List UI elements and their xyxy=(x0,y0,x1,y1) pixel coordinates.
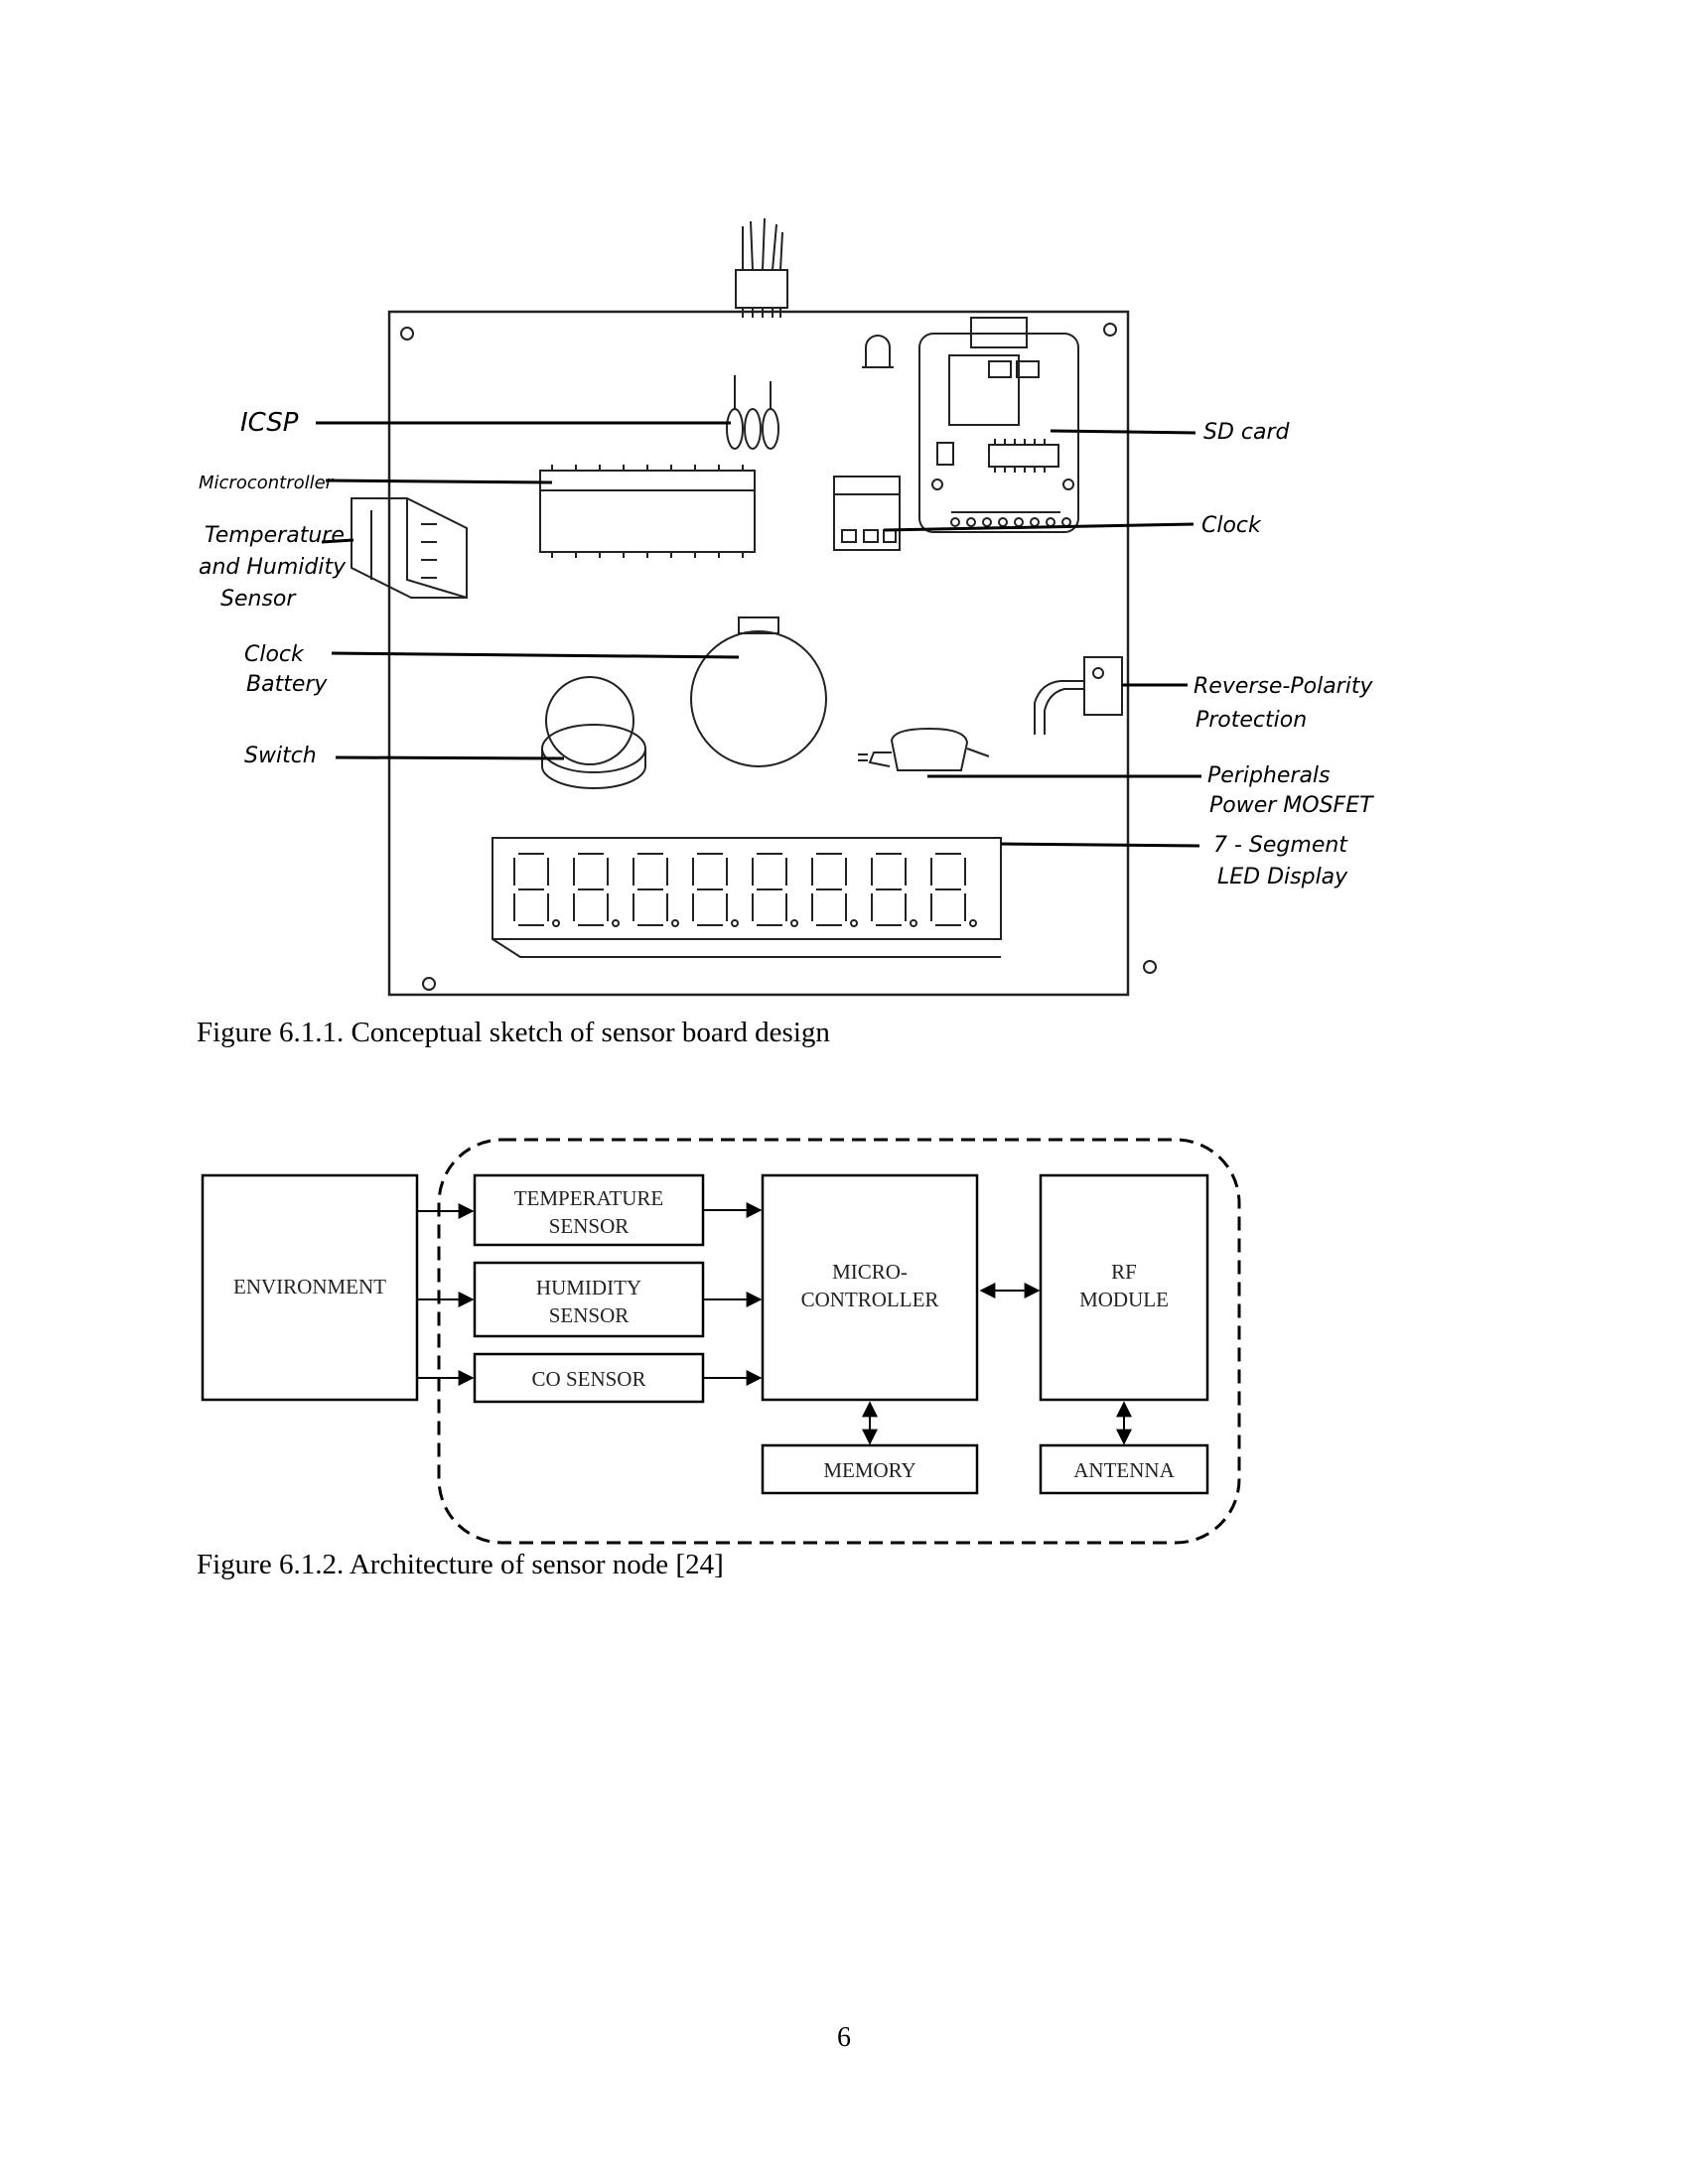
clock-chip xyxy=(833,476,901,551)
reverse-polarity-diode xyxy=(1034,656,1123,735)
mosfet-component xyxy=(858,727,990,771)
humidity-label-2: SENSOR xyxy=(549,1303,630,1327)
page-number: 6 xyxy=(837,2022,851,2053)
memory-label: MEMORY xyxy=(823,1458,915,1482)
block-rf-module xyxy=(1039,1173,1209,1402)
label-microcontroller: Microcontroller xyxy=(199,473,335,493)
label-icsp: ICSP xyxy=(240,408,299,438)
figure-caption-1: Figure 6.1.1. Conceptual sketch of senso… xyxy=(197,1017,830,1048)
block-microcontroller xyxy=(761,1173,979,1402)
label-clock: Clock xyxy=(1201,513,1262,538)
mounting-hole xyxy=(422,977,436,991)
sd-card-module xyxy=(918,317,1079,533)
label-reverse-polarity-1: Reverse-Polarity xyxy=(1194,674,1373,699)
mounting-hole xyxy=(1143,960,1157,974)
block-co-sensor xyxy=(473,1352,705,1404)
label-clock-battery-1: Clock xyxy=(244,642,305,667)
label-temp-humidity-3: Sensor xyxy=(220,587,297,612)
block-environment xyxy=(201,1173,419,1402)
label-display-1: 7 - Segment xyxy=(1213,833,1348,858)
icsp-component xyxy=(726,375,779,450)
sensor-board-sketch-svg: ICSP Microcontroller Temperature and Hum… xyxy=(199,217,1374,997)
leader-lines xyxy=(316,421,1201,848)
top-connector xyxy=(735,217,788,318)
temperature-label-2: SENSOR xyxy=(549,1214,630,1238)
switch-component xyxy=(541,676,646,789)
sensor-node-architecture: ENVIRONMENT TEMPERATURE SENSOR HUMIDITY … xyxy=(195,1120,1257,1557)
diagram-connectors xyxy=(417,1202,1132,1445)
rf-module-label-2: MODULE xyxy=(1079,1288,1169,1311)
label-reverse-polarity-2: Protection xyxy=(1196,708,1307,733)
label-clock-battery-2: Battery xyxy=(246,672,328,697)
antenna-label: ANTENNA xyxy=(1073,1458,1175,1482)
label-sd-card: SD card xyxy=(1203,420,1291,445)
figure-caption-2: Figure 6.1.2. Architecture of sensor nod… xyxy=(197,1549,724,1580)
temperature-label-1: TEMPERATURE xyxy=(514,1186,664,1210)
sensor-node-boundary xyxy=(437,1138,1241,1545)
co-sensor-label: CO SENSOR xyxy=(532,1367,646,1391)
microcontroller-label-1: MICRO- xyxy=(832,1260,908,1284)
mounting-hole xyxy=(400,327,414,341)
rf-module-label-1: RF xyxy=(1111,1260,1137,1284)
sensor-board-sketch: ICSP Microcontroller Temperature and Hum… xyxy=(195,197,1402,1023)
clock-battery xyxy=(690,616,827,767)
microcontroller-label-2: CONTROLLER xyxy=(801,1288,939,1311)
block-antenna xyxy=(1039,1443,1209,1495)
block-humidity-sensor xyxy=(473,1261,705,1338)
sensor-node-architecture-svg: ENVIRONMENT TEMPERATURE SENSOR HUMIDITY … xyxy=(201,1138,1241,1545)
temp-humidity-sensor xyxy=(351,497,468,599)
led xyxy=(862,335,894,368)
environment-label: ENVIRONMENT xyxy=(233,1275,386,1298)
humidity-label-1: HUMIDITY xyxy=(536,1276,641,1299)
seven-segment-display xyxy=(492,837,1002,958)
label-mosfet-2: Power MOSFET xyxy=(1209,793,1374,818)
block-memory xyxy=(761,1443,979,1495)
label-temp-humidity-2: and Humidity xyxy=(199,555,347,580)
label-switch: Switch xyxy=(244,744,317,768)
label-display-2: LED Display xyxy=(1217,865,1348,889)
seven-segment-digits xyxy=(513,853,977,927)
microcontroller-chip xyxy=(539,465,756,558)
label-temp-humidity-1: Temperature xyxy=(205,523,345,548)
label-mosfet-1: Peripherals xyxy=(1207,763,1331,788)
mounting-hole xyxy=(1103,323,1117,337)
